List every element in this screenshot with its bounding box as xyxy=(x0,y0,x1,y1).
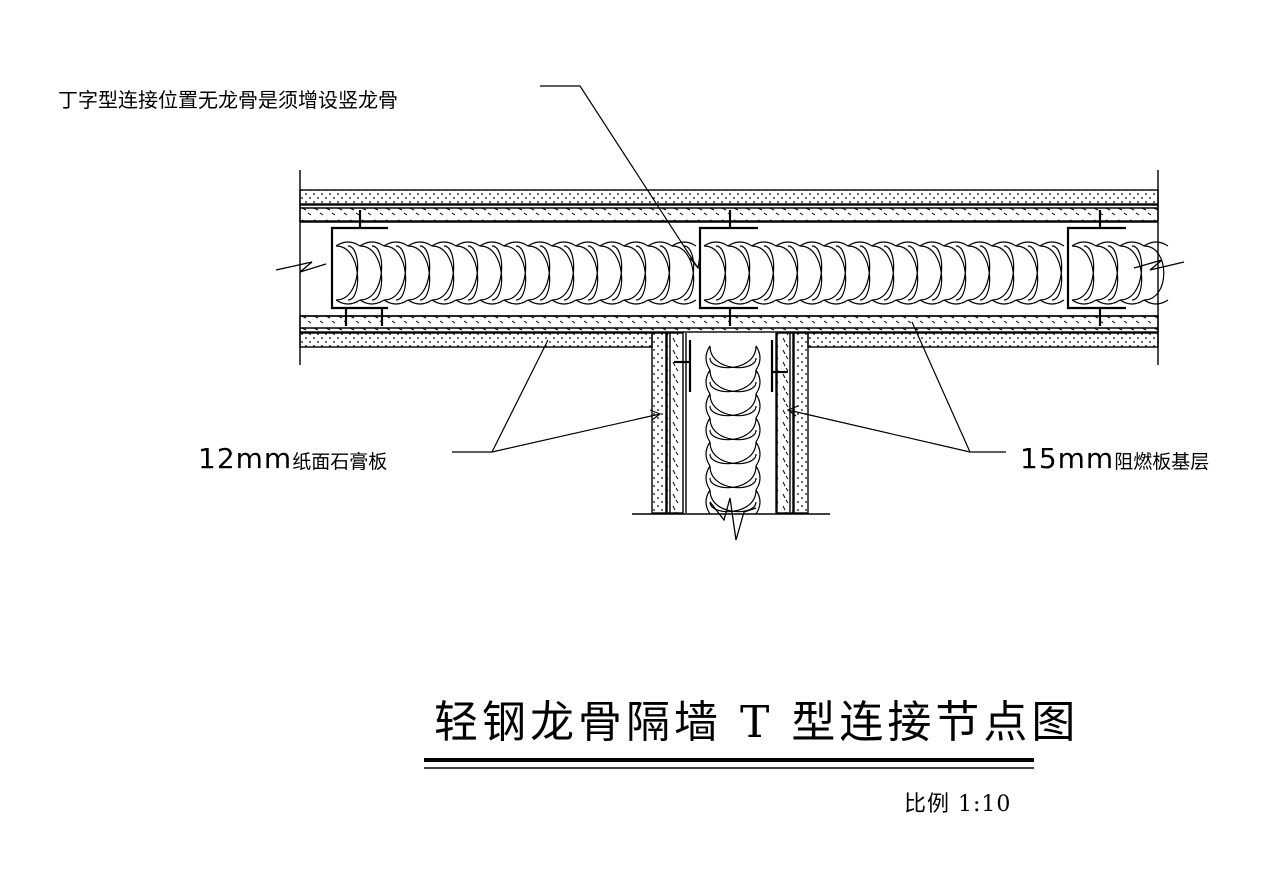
branch-right-fire xyxy=(776,332,794,514)
gypsum-board-size: 12mm xyxy=(198,442,293,475)
fire-board-size: 15mm xyxy=(1020,442,1115,475)
fire-board-text: 阻燃板基层 xyxy=(1114,451,1210,473)
branch-left-fire xyxy=(666,332,684,514)
main-wall-studs xyxy=(330,210,1126,326)
branch-right-gypsum xyxy=(793,332,809,514)
fire-board-label: 15mm阻燃板基层 xyxy=(1020,442,1209,475)
main-wall xyxy=(299,170,1159,365)
t-joint-note: 丁字型连接位置无龙骨是须增设竖龙骨 xyxy=(58,88,398,112)
bottom-gypsum-board-right xyxy=(807,332,1159,348)
drawing-title: 轻钢龙骨隔墙 T 型连接节点图 xyxy=(434,697,1080,748)
branch-left-gypsum xyxy=(651,332,667,514)
branch-wall-insulation xyxy=(705,345,761,515)
top-gypsum-board xyxy=(299,189,1159,205)
branch-wall-studs xyxy=(674,340,788,392)
leader-lines xyxy=(452,85,1006,453)
gypsum-board-label: 12mm纸面石膏板 xyxy=(198,442,387,475)
branch-wall xyxy=(632,332,830,515)
main-wall-insulation xyxy=(335,241,1169,305)
gypsum-board-text: 纸面石膏板 xyxy=(292,451,388,473)
bottom-gypsum-board-left xyxy=(299,332,653,348)
drawing-scale: 比例 1:10 xyxy=(904,792,1012,817)
title-underline xyxy=(424,758,1034,769)
